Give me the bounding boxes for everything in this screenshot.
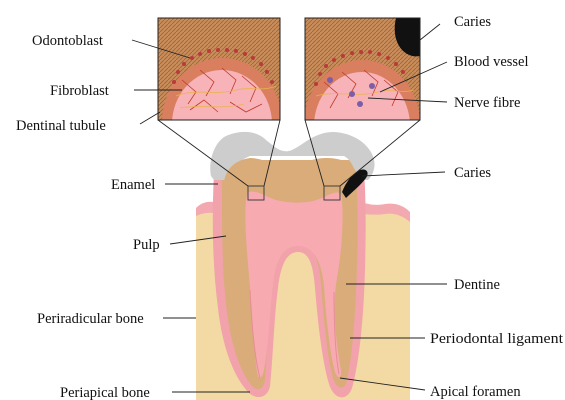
label-periodontal-ligament: Periodontal ligament (430, 331, 563, 347)
label-apical-foramen: Apical foramen (430, 384, 521, 400)
leader-caries-inset (420, 24, 440, 40)
label-caries-tooth: Caries (454, 165, 491, 181)
label-periapical-bone: Periapical bone (60, 385, 150, 400)
label-enamel: Enamel (111, 177, 155, 193)
leader-dentinal-tubule (140, 112, 160, 124)
label-blood-vessel: Blood vessel (454, 54, 529, 70)
label-caries-inset: Caries (454, 14, 491, 30)
label-odontoblast: Odontoblast (32, 33, 103, 49)
label-periradicular-bone: Periradicular bone (37, 311, 144, 327)
label-pulp: Pulp (133, 237, 160, 253)
label-dentine: Dentine (454, 277, 500, 293)
label-nerve-fibre: Nerve fibre (454, 95, 520, 111)
label-dentinal-tubule: Dentinal tubule (16, 118, 106, 134)
label-fibroblast: Fibroblast (50, 83, 109, 99)
leader-caries-tooth (362, 172, 445, 176)
